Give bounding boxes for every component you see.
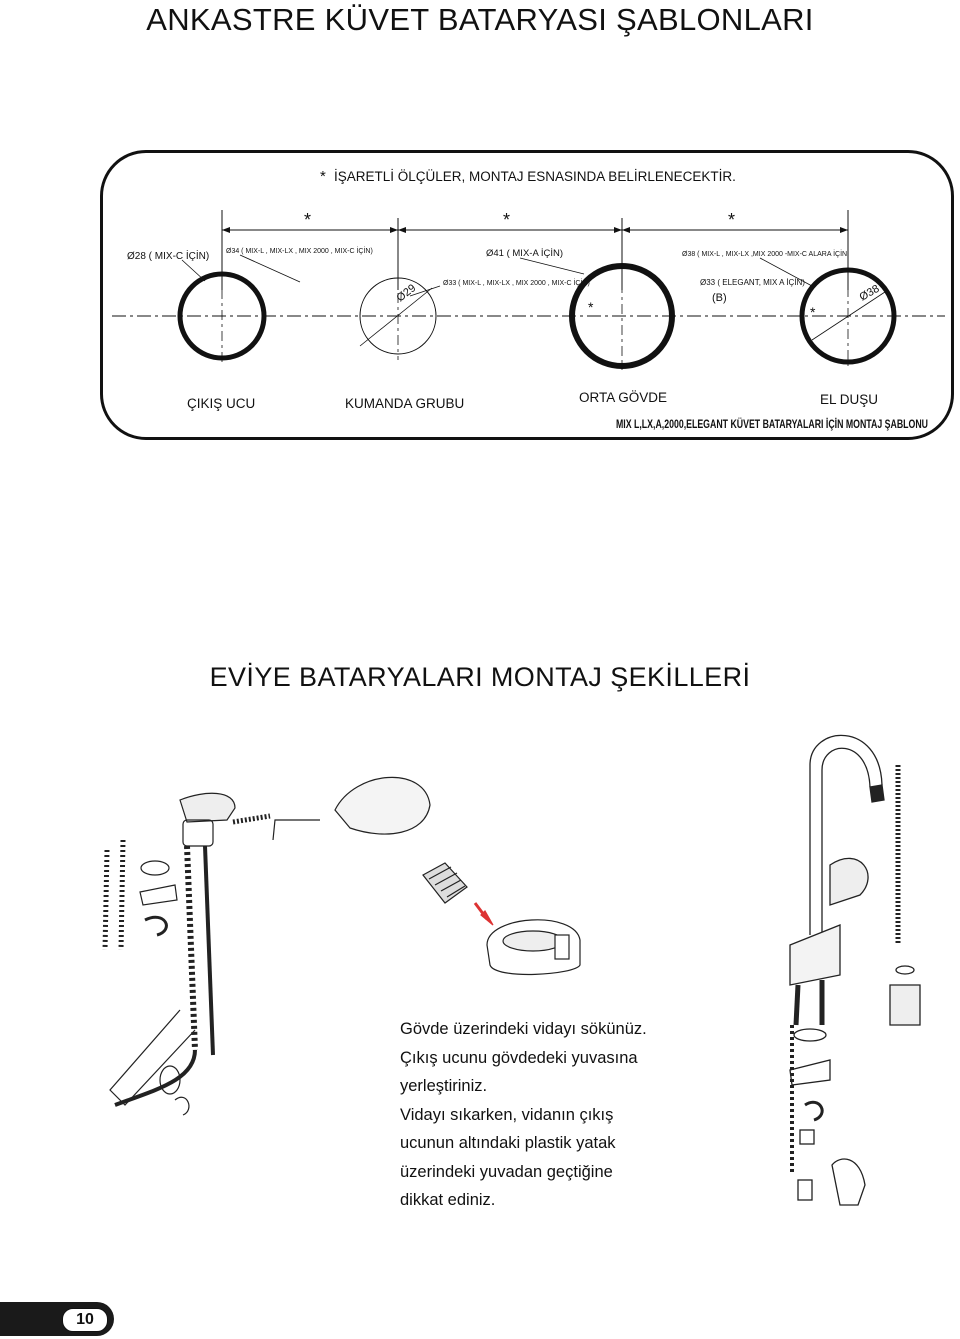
dim-b: (B) [712,292,727,304]
instruction-line: ucunun altındaki plastik yatak [400,1134,616,1152]
dim-d41: Ø41 ( MIX-A İÇİN) [486,248,563,259]
dim-d34: Ø34 ( MIX-L , MIX-LX , MIX 2000 , MIX-C … [226,246,373,255]
section-title: EVİYE BATARYALARI MONTAJ ŞEKİLLERİ [209,662,751,692]
dim-d33a: Ø33 ( MIX-L , MIX-LX , MIX 2000 , MIX-C … [443,278,590,287]
bathtub-mixer-template-diagram: * İŞARETLİ ÖLÇÜLER, MONTAJ ESNASINDA BEL… [112,168,945,431]
dim-d28: Ø28 ( MIX-C İÇİN) [127,249,209,262]
pull-out-faucet-exploded-illustration [102,776,431,1116]
template-footer: MIX L,LX,A,2000,ELEGANT KÜVET BATARYALAR… [616,418,928,431]
template-note: İŞARETLİ ÖLÇÜLER, MONTAJ ESNASINDA BELİR… [334,169,736,184]
star-marker: * [304,210,311,230]
dim-d33b: Ø33 ( ELEGANT, MIX A İÇİN) [700,278,805,287]
star-marker: * [320,168,326,185]
label-kumanda-grubu: KUMANDA GRUBU [345,396,464,411]
star-marker: * [503,210,510,230]
page-number: 10 [62,1308,108,1332]
instruction-line: dikkat ediniz. [400,1191,496,1209]
star-marker: * [728,210,735,230]
instruction-line: Çıkış ucunu gövdedeki yuvasına [400,1048,638,1067]
page-title: ANKASTRE KÜVET BATARYASI ŞABLONLARI [146,2,814,37]
assembly-instructions: Gövde üzerindeki vidayı sökünüz. Çıkış u… [400,1015,700,1215]
ring38-label: Ø38 [858,283,882,304]
instruction-line: Vidayı sıkarken, vidanın çıkış [400,1105,614,1124]
label-orta-govde: ORTA GÖVDE [579,390,667,405]
star-marker: * [588,299,594,315]
screw-and-fitting-illustration [422,862,581,976]
dim-d38: Ø38 ( MIX-L , MIX-LX ,MIX 2000 -MIX-C AL… [682,249,847,258]
instruction-line: yerleştiriniz. [400,1077,488,1095]
instruction-line: üzerindeki yuvadan geçtiğine [400,1162,613,1181]
label-el-dusu: EL DUŞU [820,392,878,407]
template-frame [100,150,954,440]
kitchen-faucet-illustration [789,734,921,1206]
instruction-line: Gövde üzerindeki vidayı sökünüz. [400,1020,647,1038]
label-cikis-ucu: ÇIKIŞ UCU [187,396,255,411]
star-marker: * [810,304,816,320]
